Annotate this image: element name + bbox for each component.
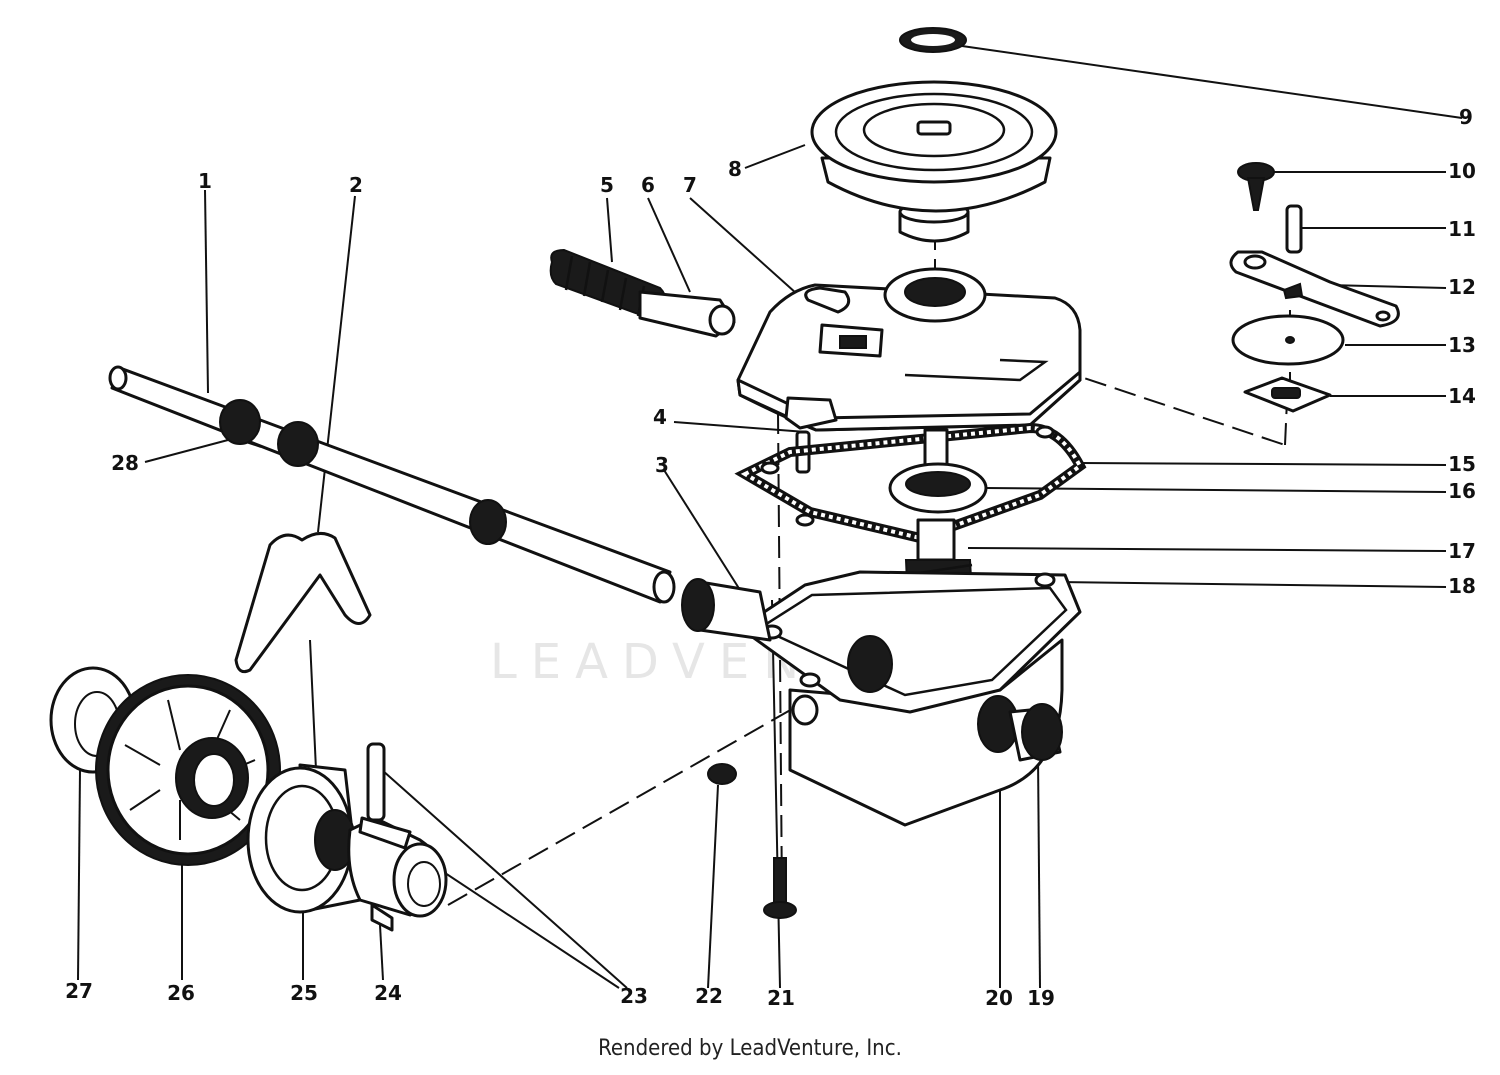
callout-1: 1 — [198, 169, 212, 193]
part-10-screw — [1237, 162, 1275, 211]
callout-23: 23 — [620, 984, 648, 1008]
part-3-bushing — [681, 578, 772, 642]
gearbox-housing — [738, 570, 1082, 827]
callout-14: 14 — [1448, 384, 1476, 408]
part-24-clutch-hub — [347, 816, 448, 932]
callout-25: 25 — [290, 981, 318, 1005]
callout-12: 12 — [1448, 275, 1476, 299]
part-9-seal — [899, 27, 967, 53]
callout-19: 19 — [1027, 986, 1055, 1010]
part-26-gear — [95, 674, 281, 866]
part-22-screw — [707, 763, 737, 785]
callout-18: 18 — [1448, 574, 1476, 598]
part-21-bolt — [763, 857, 797, 919]
part-11-pin — [1285, 204, 1303, 254]
callout-27: 27 — [65, 979, 93, 1003]
callout-13: 13 — [1448, 333, 1476, 357]
part-2-shift-fork — [234, 532, 372, 674]
callout-7: 7 — [683, 173, 697, 197]
part-23-roll-pin — [366, 742, 386, 822]
part-19-seal — [1008, 703, 1063, 762]
callout-9: 9 — [1459, 105, 1473, 129]
part-25-clutch-collar — [246, 763, 362, 914]
leader-lines — [77, 44, 1463, 989]
callout-10: 10 — [1448, 159, 1476, 183]
housing-cover — [736, 267, 1082, 432]
part-5-spring — [549, 248, 667, 324]
part-8-pulley — [810, 80, 1058, 243]
callout-2: 2 — [349, 173, 363, 197]
callout-15: 15 — [1448, 452, 1476, 476]
callout-20: 20 — [985, 986, 1013, 1010]
part-13-washer — [1231, 314, 1345, 366]
callout-6: 6 — [641, 173, 655, 197]
callout-26: 26 — [167, 981, 195, 1005]
part-14-key — [1243, 376, 1332, 413]
callout-22: 22 — [695, 984, 723, 1008]
callout-8: 8 — [728, 157, 742, 181]
footer-credit: Rendered by LeadVenture, Inc. — [598, 1036, 902, 1061]
callout-11: 11 — [1448, 217, 1476, 241]
callout-28: 28 — [111, 451, 139, 475]
part-16-bearing — [888, 428, 988, 514]
callout-24: 24 — [374, 981, 402, 1005]
part-1-axle-shaft — [108, 365, 676, 604]
callout-3: 3 — [655, 453, 669, 477]
callout-17: 17 — [1448, 539, 1476, 563]
part-15-gasket — [734, 422, 1087, 544]
callout-5: 5 — [600, 173, 614, 197]
callout-21: 21 — [767, 986, 795, 1010]
callout-4: 4 — [653, 405, 667, 429]
callout-16: 16 — [1448, 479, 1476, 503]
part-12-lever-arm — [1229, 250, 1400, 328]
part-6-plunger — [638, 290, 736, 338]
